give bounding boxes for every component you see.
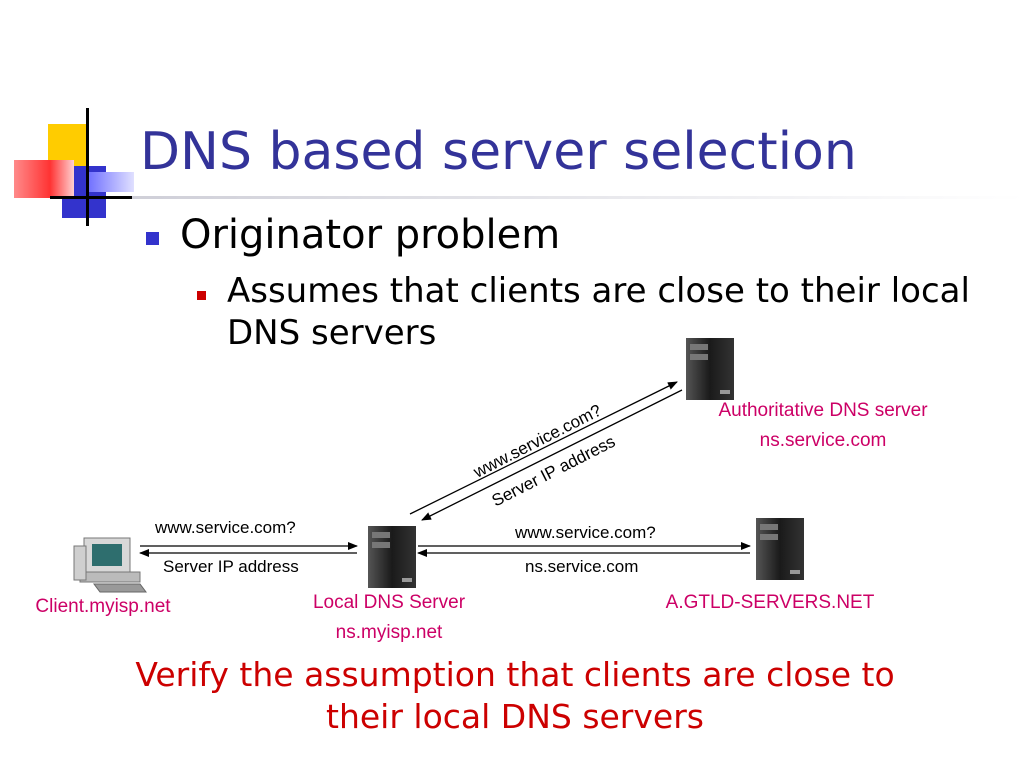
arrow-local-to-auth <box>409 381 678 515</box>
bullet-marker-level1 <box>146 232 159 245</box>
msg-gtld-query: www.service.com? <box>515 523 656 542</box>
msg-client-reply: Server IP address <box>163 557 299 576</box>
local-dns-label-host: ns.myisp.net <box>335 622 443 643</box>
server-tower-icon <box>686 338 734 400</box>
client-label: Client.myisp.net <box>35 596 171 617</box>
conclusion-line-2: their local DNS servers <box>326 697 704 736</box>
local-dns-label-name: Local DNS Server <box>312 592 466 613</box>
server-tower-icon <box>756 518 804 580</box>
slide-title: DNS based server selection <box>140 122 857 182</box>
bullet-text-level2: Assumes that clients are close to their … <box>227 271 970 353</box>
gtld-label: A.GTLD-SERVERS.NET <box>665 592 875 613</box>
authoritative-dns-label-host: ns.service.com <box>759 430 887 451</box>
desktop-computer-icon <box>73 537 147 593</box>
conclusion-line-1: Verify the assumption that clients are c… <box>135 655 895 694</box>
msg-client-query: www.service.com? <box>155 518 296 537</box>
title-underline <box>132 196 1024 199</box>
bullet-marker-level2 <box>197 291 206 300</box>
authoritative-dns-label-name: Authoritative DNS server <box>718 400 928 421</box>
arrow-auth-to-local <box>421 389 683 521</box>
msg-gtld-reply: ns.service.com <box>525 557 639 576</box>
conclusion-text: Verify the assumption that clients are c… <box>60 654 970 738</box>
bullet-text-level1: Originator problem <box>180 212 561 258</box>
server-tower-icon <box>368 526 416 588</box>
